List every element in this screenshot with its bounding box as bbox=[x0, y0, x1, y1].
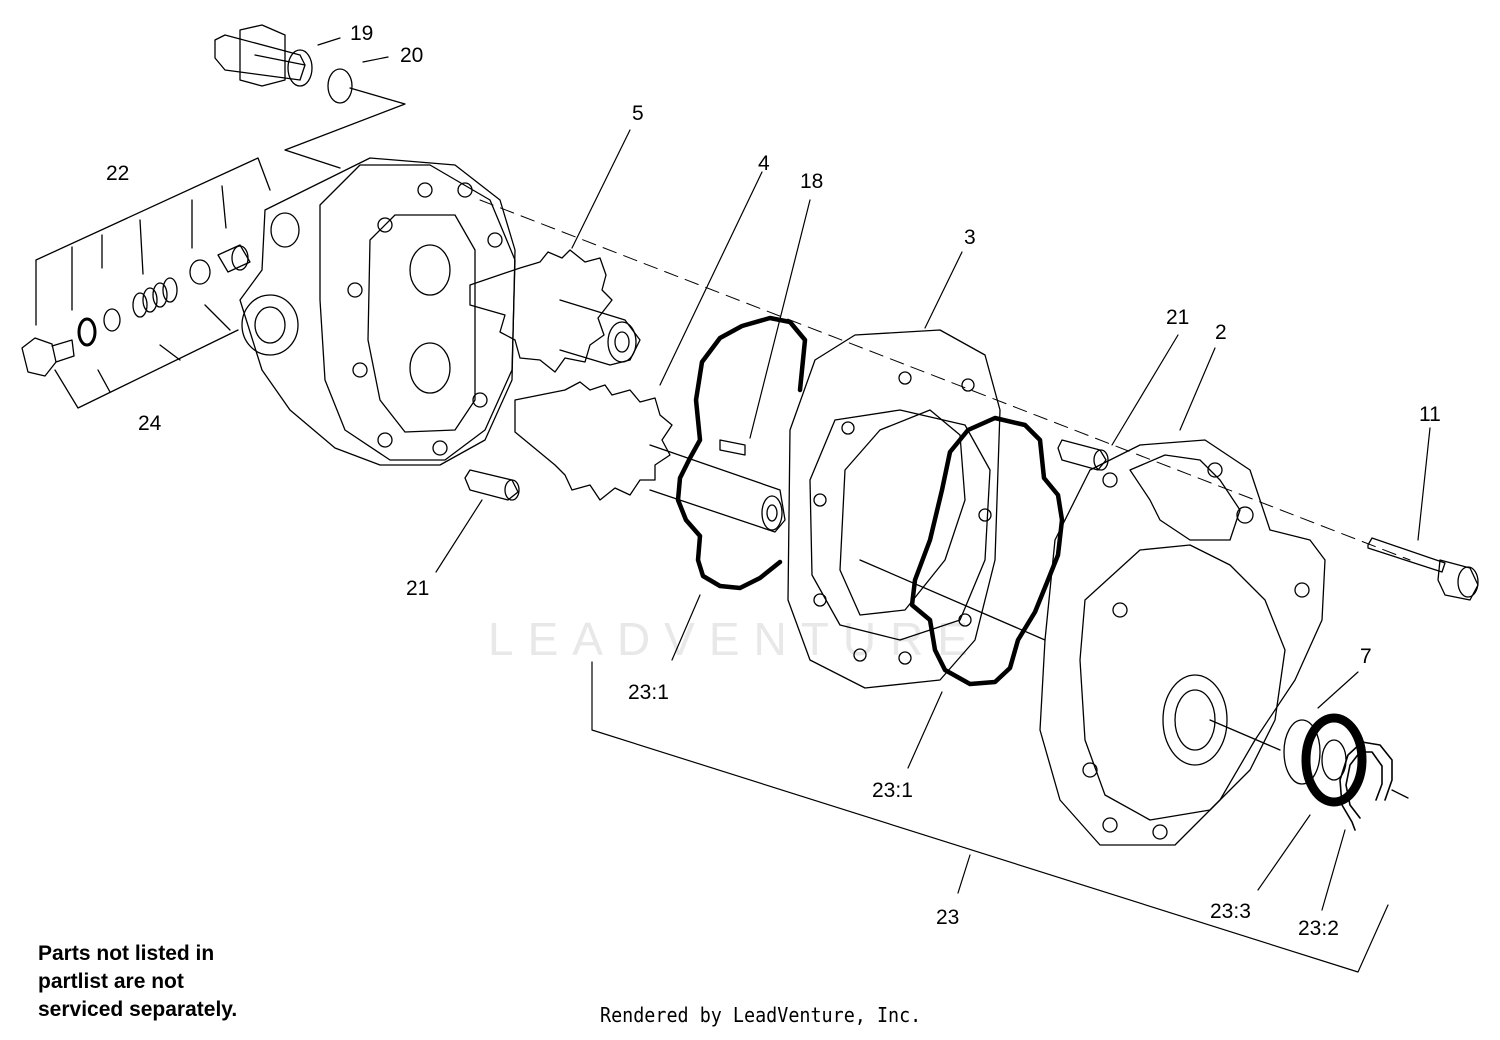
callout-2: 2 bbox=[1215, 321, 1227, 344]
callout-20: 20 bbox=[400, 44, 423, 67]
callout-11: 11 bbox=[1419, 403, 1441, 426]
callout-23-1-left: 23:1 bbox=[628, 681, 669, 704]
callout-22: 22 bbox=[106, 162, 129, 185]
shaft-seal-part bbox=[1283, 713, 1367, 807]
dowel-pin-part bbox=[464, 469, 520, 501]
oring-part bbox=[327, 68, 353, 104]
plug-bolt-part bbox=[21, 337, 75, 377]
assembly-axis-line bbox=[479, 199, 1411, 561]
callout-7: 7 bbox=[1360, 645, 1372, 668]
callout-21-lower: 21 bbox=[406, 577, 429, 600]
note-line: serviced separately. bbox=[38, 998, 238, 1021]
fitting-leader bbox=[284, 87, 406, 169]
pump-body-rear bbox=[239, 157, 516, 466]
washer-part bbox=[103, 308, 121, 332]
fitting-part bbox=[214, 24, 313, 87]
callout-4: 4 bbox=[758, 152, 770, 175]
watermark: LEADVENTURE bbox=[488, 613, 982, 665]
callout-23-3: 23:3 bbox=[1210, 900, 1251, 923]
service-note: Parts not listed in partlist are not ser… bbox=[38, 940, 338, 1024]
callout-5: 5 bbox=[632, 102, 644, 125]
callout-19: 19 bbox=[350, 22, 373, 45]
pump-body-front bbox=[1039, 439, 1326, 846]
retaining-ring-part bbox=[1339, 741, 1393, 831]
drive-gear-part bbox=[469, 249, 641, 373]
dowel-pin-part-2 bbox=[1057, 439, 1109, 471]
relief-bracket-22 bbox=[35, 157, 271, 326]
callout-24: 24 bbox=[138, 412, 162, 435]
center-plate-part bbox=[787, 329, 1046, 689]
callout-3: 3 bbox=[964, 226, 976, 249]
cap-screw-part bbox=[1367, 537, 1479, 601]
spring-part bbox=[132, 277, 178, 318]
gasket-seal-right bbox=[909, 415, 1065, 687]
shaft-axis-line bbox=[1391, 789, 1409, 799]
callout-23: 23 bbox=[936, 906, 959, 929]
driven-gear-part bbox=[514, 381, 786, 533]
oring-small-part bbox=[77, 317, 97, 347]
gasket-seal-left bbox=[675, 315, 808, 591]
leader-lines bbox=[317, 37, 1431, 973]
render-credit: Rendered by LeadVenture, Inc. bbox=[600, 1003, 922, 1027]
poppet-part bbox=[217, 244, 251, 273]
callout-21-upper: 21 bbox=[1166, 306, 1189, 329]
ball-part bbox=[189, 259, 211, 285]
callout-23-1-right: 23:1 bbox=[872, 779, 913, 802]
callout-23-2: 23:2 bbox=[1298, 917, 1339, 940]
note-line: partlist are not bbox=[38, 970, 184, 993]
note-line: Parts not listed in bbox=[38, 942, 215, 965]
relief-bracket-24 bbox=[54, 304, 239, 409]
callout-18: 18 bbox=[800, 170, 823, 193]
